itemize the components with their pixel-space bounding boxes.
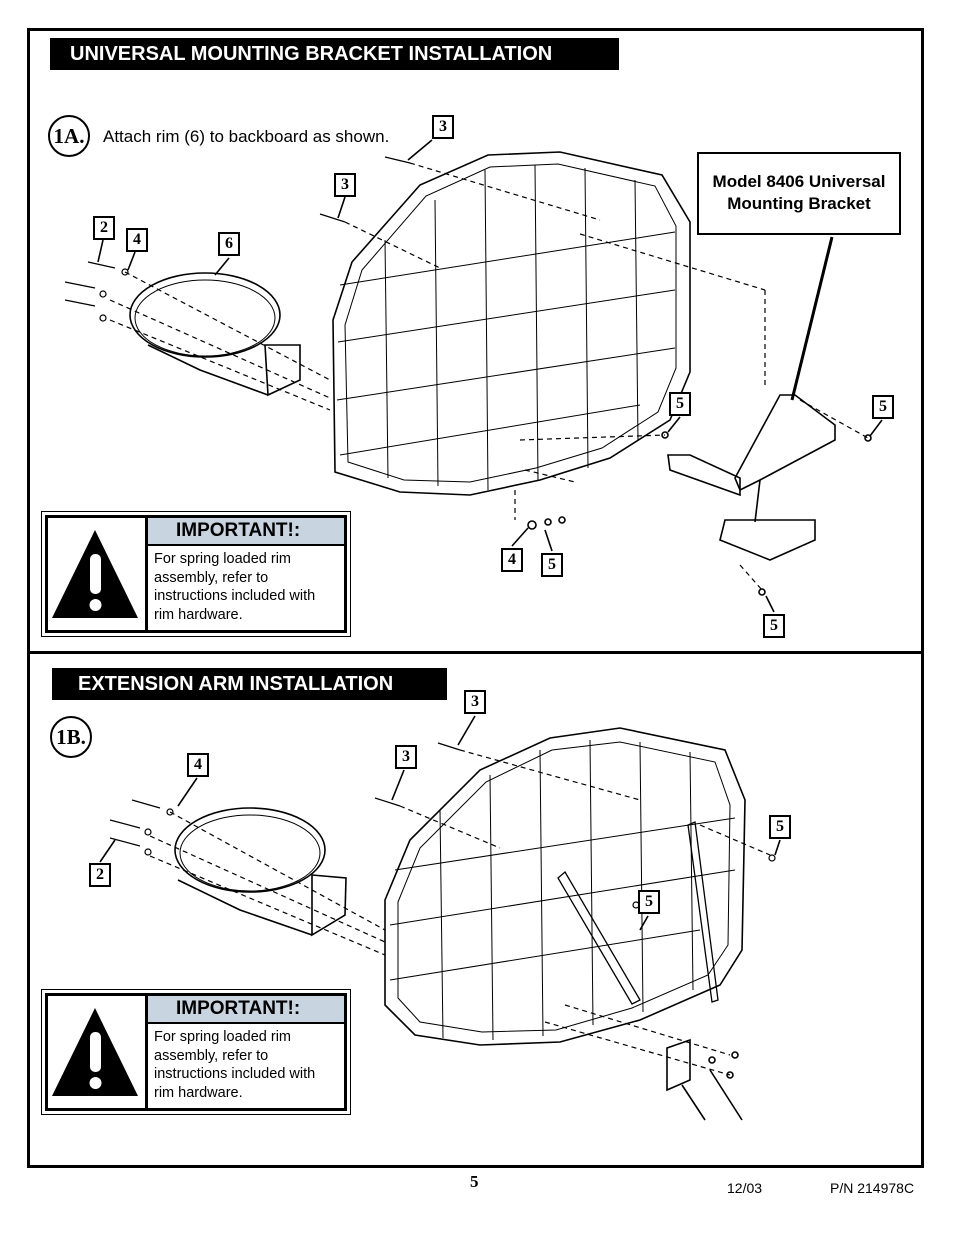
important-line: rim hardware. [154,606,243,623]
mounting-bracket-drawing [527,394,872,596]
callout-4: 4 [126,228,148,252]
rim-a-drawing [129,272,301,397]
footer-part-number: P/N 214978C [830,1180,915,1196]
page-frame [27,28,924,1168]
page-number: 5 [470,1172,479,1191]
extension-arm-drawing [666,1038,743,1121]
step-1b-badge: 1B. [50,716,92,758]
important-line: instructions included with [154,1066,316,1082]
section-title-universal-bracket: UNIVERSAL MOUNTING BRACKET INSTALLATION [50,38,619,70]
important-line: assembly, refer to [154,1047,269,1064]
callout-3: 3 [432,115,454,139]
bolts-a-drawing [64,156,411,322]
callout-2: 2 [89,863,111,887]
section-title-extension-arm: EXTENSION ARM INSTALLATION [52,668,447,700]
backboard-b-drawing [384,727,746,1046]
footer-date: 12/03 [727,1180,763,1196]
callout-2: 2 [93,216,115,240]
callout-5: 5 [669,392,691,416]
step-1a-instruction: Attach rim (6) to backboard as shown. [103,127,390,146]
callout-4: 4 [501,548,523,572]
warning-icon [48,518,148,630]
important-line: instructions included with [154,588,316,604]
bolts-b-drawing [109,742,776,909]
important-text: For spring loaded rim assembly, refer to… [154,1028,340,1102]
callout-5: 5 [541,553,563,577]
important-line: rim hardware. [154,1084,243,1101]
rim-b-drawing [174,807,347,937]
important-line: For spring loaded rim [154,1029,291,1045]
important-notice-a: IMPORTANT!: For spring loaded rim assemb… [41,511,351,637]
section-divider [27,651,924,654]
callout-3: 3 [464,690,486,714]
callout-3: 3 [395,745,417,769]
important-heading: IMPORTANT!: [148,996,344,1024]
important-line: assembly, refer to [154,569,269,586]
model-bracket-label: Model 8406 Universal Mounting Bracket [697,152,901,235]
callout-6: 6 [218,232,240,256]
callout-5: 5 [763,614,785,638]
model-bracket-line-1: Model 8406 Universal [712,172,886,191]
backboard-a-drawing [332,151,691,496]
callout-4: 4 [187,753,209,777]
important-heading: IMPORTANT!: [148,518,344,546]
callout-3: 3 [334,173,356,197]
model-bracket-line-2: Mounting Bracket [727,194,871,213]
callout-5: 5 [638,890,660,914]
important-text: For spring loaded rim assembly, refer to… [154,550,340,624]
step-1a-badge: 1A. [48,115,90,157]
important-line: For spring loaded rim [154,551,291,567]
important-notice-b: IMPORTANT!: For spring loaded rim assemb… [41,989,351,1115]
callout-5: 5 [872,395,894,419]
warning-icon [48,996,148,1108]
callout-5: 5 [769,815,791,839]
